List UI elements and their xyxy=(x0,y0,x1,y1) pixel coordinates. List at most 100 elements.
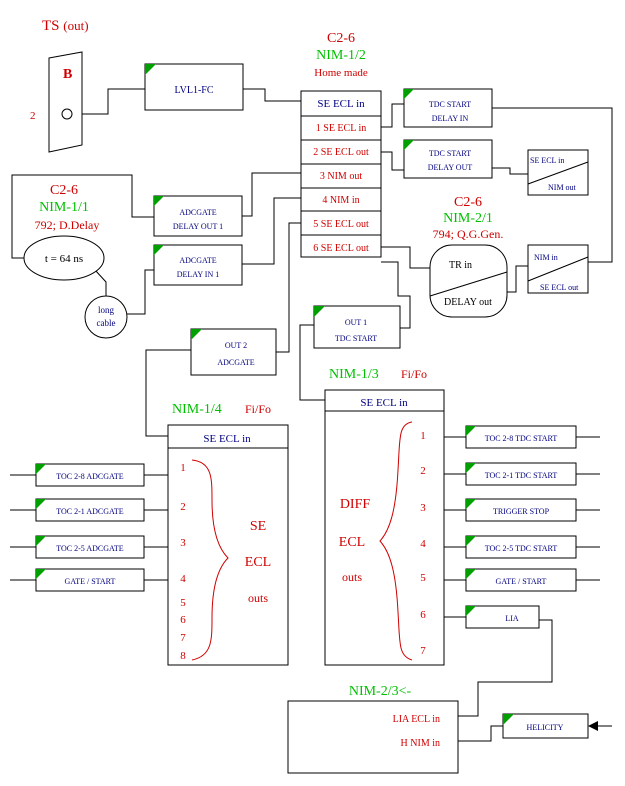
long-cable-line2: cable xyxy=(97,318,116,328)
nim12-header: SE ECL in xyxy=(317,98,365,110)
nim23-row2: H NIM in xyxy=(401,738,440,749)
right-output-label: TRIGGER STOP xyxy=(493,507,550,516)
nim11-module: C2-6 NIM-1/1 792; D.Delay t = 64 ns xyxy=(23,183,105,281)
green-corner-icon xyxy=(314,306,325,317)
helicity-frame xyxy=(502,713,589,739)
out2-line1: OUT 2 xyxy=(225,341,247,350)
tdc-delay-in-line1: TDC START xyxy=(429,100,471,109)
wire-row1-tdcdelayin xyxy=(381,103,404,128)
nim12-row-5: 5 SE ECL out xyxy=(313,219,369,230)
nim12-frame xyxy=(300,90,382,258)
wire-cable-adcin xyxy=(127,269,154,315)
ts-title: TS (out) xyxy=(42,18,89,34)
nim13-frame xyxy=(324,389,445,666)
nim11-module-name: NIM-1/1 xyxy=(39,200,89,215)
wire-row2-tdcdelayout xyxy=(381,151,404,171)
nim12-note: Home made xyxy=(314,67,368,79)
nim11-crate: C2-6 xyxy=(50,183,78,198)
adcgate-delay-out: ADCGATE DELAY OUT 1 xyxy=(153,195,243,237)
nim12-title: C2-6 NIM-1/2 Home made xyxy=(314,31,368,79)
nim21-module-name: NIM-2/1 xyxy=(443,211,493,226)
converter-nim-to-se: NIM in SE ECL out xyxy=(527,244,589,294)
nim14-num: 3 xyxy=(180,537,186,549)
right-output-box xyxy=(465,462,577,486)
long-cable: long cable xyxy=(84,295,128,339)
out1-line2: TDC START xyxy=(335,334,377,343)
green-corner-icon xyxy=(154,245,164,255)
wire-lia-nim23 xyxy=(458,619,553,717)
helicity-label: HELICITY xyxy=(527,723,564,732)
green-corner-icon xyxy=(154,196,164,206)
tdc-delay-in-line2: DELAY IN xyxy=(432,114,469,123)
arrow-helicity xyxy=(588,721,598,731)
nim13-center3: outs xyxy=(342,570,362,584)
green-corner-icon xyxy=(466,569,476,579)
out1-tdcstart-frame xyxy=(313,305,401,349)
tdc-delay-out-line2: DELAY OUT xyxy=(428,163,473,172)
nim23-module-name: NIM-2/3<- xyxy=(349,684,412,699)
wire-out1-nim13 xyxy=(299,324,325,401)
tdc-start-delay-in: TDC START DELAY IN xyxy=(403,88,493,128)
adcgate-delay-in: ADCGATE DELAY IN 1 xyxy=(153,244,243,286)
left-output-box xyxy=(35,498,145,522)
wire-row6-nim21 xyxy=(381,246,430,269)
nim13-module-name: NIM-1/3 xyxy=(329,367,379,382)
wire-delayout-conv1 xyxy=(492,167,528,175)
right-outputs: TOC 2-8 TDC START TOC 2-1 TDC START TRIG… xyxy=(465,425,577,592)
adcgate-delay-in-line2: DELAY IN 1 xyxy=(177,270,220,279)
long-cable-circle xyxy=(84,295,128,339)
wire-row4-adcdelayin xyxy=(242,197,301,265)
left-output-label: TOC 2-1 ADCGATE xyxy=(56,507,124,516)
ts-box xyxy=(48,51,83,153)
left-output-label: TOC 2-8 ADCGATE xyxy=(56,472,124,481)
nim14-center2: ECL xyxy=(245,555,271,570)
nim13-center2: ECL xyxy=(339,535,365,550)
nim14-type: Fi/Fo xyxy=(245,402,271,416)
left-output-box xyxy=(35,463,145,487)
out2-line2: ADCGATE xyxy=(217,358,254,367)
right-output-label: TOC 2-1 TDC START xyxy=(485,471,558,480)
nim14-num: 7 xyxy=(180,632,186,644)
green-corner-icon xyxy=(466,463,476,473)
ts-module: TS (out) B 2 xyxy=(30,18,89,153)
conv1-top: SE ECL in xyxy=(530,156,564,165)
left-outputs: TOC 2-8 ADCGATE TOC 2-1 ADCGATE TOC 2-5 … xyxy=(35,463,145,592)
green-corner-icon xyxy=(466,536,476,546)
ts-port-circle xyxy=(61,108,73,120)
left-output-label: TOC 2-5 ADCGATE xyxy=(56,544,124,553)
nim13-type: Fi/Fo xyxy=(401,367,427,381)
green-corner-icon xyxy=(466,426,476,436)
nim21-frame xyxy=(429,244,508,318)
right-output-box xyxy=(465,568,577,592)
lvl1-module: LVL1-FC xyxy=(144,63,244,111)
nim23-row1: LIA ECL in xyxy=(393,714,440,725)
right-output-box xyxy=(465,425,577,449)
nim13-num: 6 xyxy=(420,609,426,621)
ts-letter: B xyxy=(63,67,72,82)
wire-row6-out1 xyxy=(381,261,411,329)
tdc-delay-out-frame xyxy=(403,139,493,179)
wire-row3-adcdelayout xyxy=(242,172,301,217)
green-corner-icon xyxy=(466,499,476,509)
lia-module: LIA xyxy=(465,605,540,629)
nim21-top: TR in xyxy=(449,260,472,271)
nim12-row-3: 3 NIM out xyxy=(320,171,362,182)
nim13-brace-icon xyxy=(379,421,413,661)
out2-adcgate-frame xyxy=(190,328,277,376)
nim14-brace-icon xyxy=(191,459,229,661)
green-corner-icon xyxy=(404,89,414,99)
nim12-row-2: 2 SE ECL out xyxy=(313,147,369,158)
nim14-num: 2 xyxy=(180,501,186,513)
conv1-bottom: NIM out xyxy=(548,183,577,192)
nim14-center3: outs xyxy=(248,591,268,605)
out1-line1: OUT 1 xyxy=(345,318,367,327)
green-corner-icon xyxy=(36,499,46,509)
right-output-box xyxy=(465,535,577,559)
lia-frame xyxy=(465,605,540,629)
green-corner-icon xyxy=(145,64,156,75)
lvl1-label: LVL1-FC xyxy=(174,85,213,96)
conv2-top: NIM in xyxy=(534,253,558,262)
nim12-box: SE ECL in 1 SE ECL in 2 SE ECL out 3 NIM… xyxy=(300,90,382,258)
nim21-note: 794; Q.G.Gen. xyxy=(433,227,504,241)
lvl1-box xyxy=(144,63,244,111)
